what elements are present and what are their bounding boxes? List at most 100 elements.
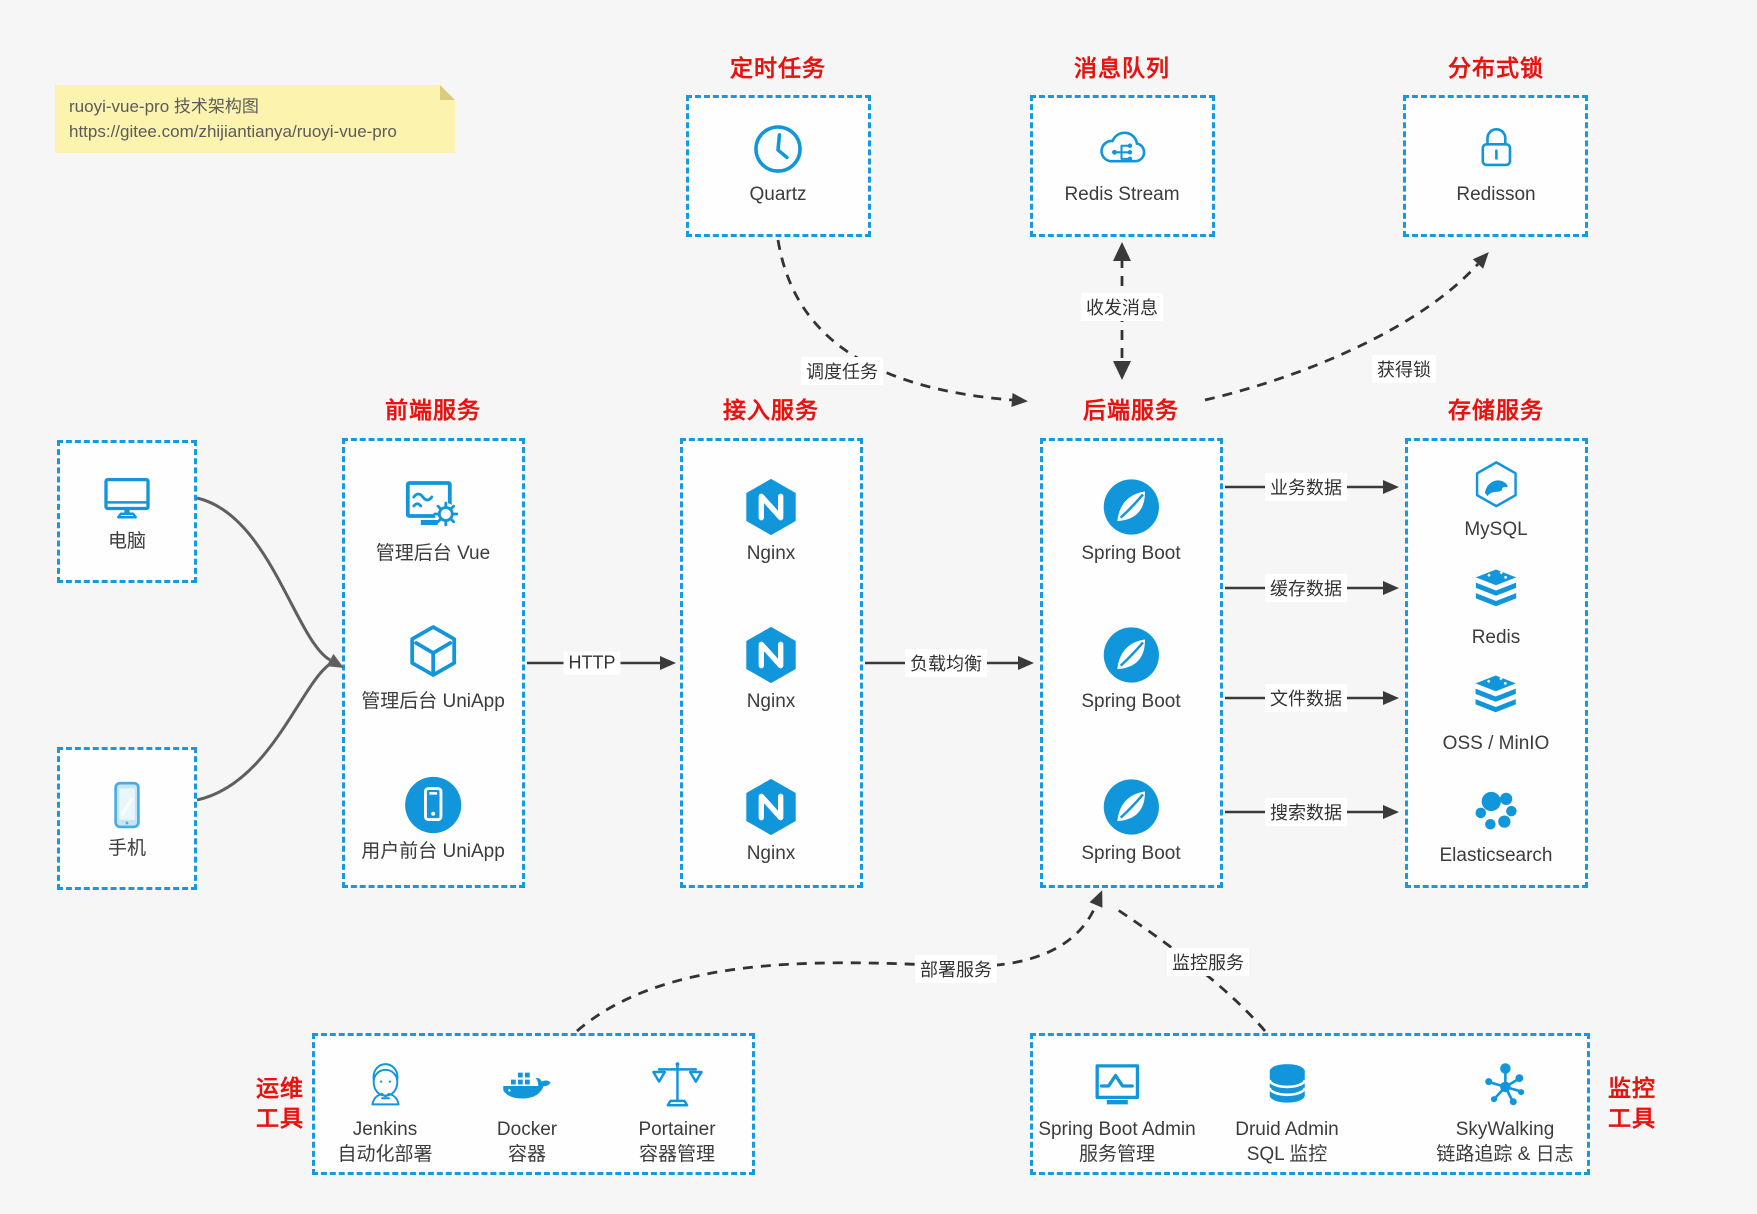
springboot-label-1: Spring Boot xyxy=(1081,543,1181,564)
section-title-backend: 后端服务 xyxy=(1083,397,1179,423)
frontend-vue-label: 管理后台 Vue xyxy=(375,543,491,564)
springboot-node-1: Spring Boot xyxy=(1081,476,1181,566)
skywalking-desc: 链路追踪 & 日志 xyxy=(1436,1144,1574,1165)
docker-name: Docker xyxy=(496,1119,558,1140)
springboot-node-2: Spring Boot xyxy=(1081,624,1181,714)
edge-label-deploy: 部署服务 xyxy=(915,955,997,983)
nginx-icon xyxy=(746,626,796,684)
ops-title-line2: 工具 xyxy=(256,1105,304,1131)
note-url: https://gitee.com/zhijiantianya/ruoyi-vu… xyxy=(69,122,397,141)
jenkins-node: Jenkins 自动化部署 xyxy=(337,1058,433,1167)
section-title-storage: 存储服务 xyxy=(1448,397,1544,423)
spring-boot-admin-node: Spring Boot Admin 服务管理 xyxy=(1038,1058,1196,1167)
redis-stream-label: Redis Stream xyxy=(1064,184,1180,205)
spring-icon xyxy=(1103,627,1159,683)
spring-icon xyxy=(1103,779,1159,835)
arrow-monitor-service xyxy=(1117,908,1267,1032)
arrow-deploy-service xyxy=(576,890,1103,1033)
mysql-icon xyxy=(1475,461,1517,508)
lock-icon xyxy=(1481,128,1511,167)
skywalking-icon xyxy=(1484,1063,1524,1106)
edge-label-schedule: 调度任务 xyxy=(801,357,883,385)
section-title-frontend: 前端服务 xyxy=(385,397,481,423)
oss-node: OSS / MinIO xyxy=(1442,672,1550,756)
nginx-node-3: Nginx xyxy=(740,776,802,866)
mobile-icon xyxy=(114,781,140,829)
elasticsearch-label: Elasticsearch xyxy=(1439,845,1553,866)
docker-icon xyxy=(503,1071,551,1099)
nginx-node-1: Nginx xyxy=(740,476,802,566)
admin-vue-icon xyxy=(406,481,459,527)
section-title-message-queue: 消息队列 xyxy=(1074,55,1170,81)
quartz-box xyxy=(686,95,871,237)
skywalking-name: SkyWalking xyxy=(1455,1119,1555,1140)
redis-stream-box xyxy=(1030,95,1215,237)
cloud-stream-icon xyxy=(1099,131,1145,163)
redisson-label: Redisson xyxy=(1456,184,1536,205)
springboot-label-3: Spring Boot xyxy=(1081,843,1181,864)
edge-label-load-balance: 负载均衡 xyxy=(905,649,987,677)
docker-desc: 容器 xyxy=(507,1144,546,1165)
mysql-node: MySQL xyxy=(1464,458,1528,542)
frontend-vue-node: 管理后台 Vue xyxy=(376,474,490,566)
edge-label-cache-data: 缓存数据 xyxy=(1265,574,1347,602)
oss-icon xyxy=(1475,675,1517,713)
oss-label: OSS / MinIO xyxy=(1442,733,1550,754)
nginx-label-2: Nginx xyxy=(746,691,796,712)
section-title-monitoring-tools: 监控 工具 xyxy=(1608,1073,1656,1133)
portainer-icon xyxy=(651,1062,703,1107)
redis-stream-node: Redis Stream xyxy=(1064,119,1180,207)
elasticsearch-node: Elasticsearch xyxy=(1440,784,1553,868)
redis-label: Redis xyxy=(1471,627,1521,648)
docker-node: Docker 容器 xyxy=(497,1058,557,1167)
edge-label-monitor: 监控服务 xyxy=(1167,948,1249,976)
springboot-node-3: Spring Boot xyxy=(1081,776,1181,866)
arrow-messages-up-head xyxy=(1113,242,1131,261)
section-title-distributed-lock: 分布式锁 xyxy=(1448,55,1544,81)
nginx-icon xyxy=(746,778,796,836)
edge-label-file-data: 文件数据 xyxy=(1265,684,1347,712)
section-title-gateway: 接入服务 xyxy=(723,397,819,423)
portainer-node: Portainer 容器管理 xyxy=(638,1058,716,1167)
mobile-client-node: 手机 xyxy=(99,777,155,861)
arrow-messages-down-head xyxy=(1113,361,1131,380)
druid-admin-name: Druid Admin xyxy=(1235,1119,1339,1140)
frontend-uniapp-user-node: 用户前台 UniApp xyxy=(361,774,505,864)
mysql-label: MySQL xyxy=(1464,519,1528,540)
monitoring-title-line1: 监控 xyxy=(1608,1075,1656,1101)
redis-icon xyxy=(1475,569,1517,607)
redis-node: Redis xyxy=(1468,566,1524,650)
spring-boot-admin-name: Spring Boot Admin xyxy=(1038,1119,1196,1140)
quartz-node: Quartz xyxy=(748,119,808,207)
uniapp-cube-icon xyxy=(410,625,456,677)
arrow-pc-to-frontend xyxy=(196,496,344,668)
admin-monitor-icon xyxy=(1095,1064,1139,1105)
pc-client-node: 电脑 xyxy=(99,470,155,554)
quartz-label: Quartz xyxy=(749,184,807,205)
redisson-node: Redisson xyxy=(1456,119,1536,207)
springboot-label-2: Spring Boot xyxy=(1081,691,1181,712)
nginx-icon xyxy=(746,478,796,536)
ops-title-line1: 运维 xyxy=(256,1075,304,1101)
section-title-ops-tools: 运维 工具 xyxy=(256,1073,304,1133)
elasticsearch-icon xyxy=(1475,791,1517,830)
user-app-icon xyxy=(404,776,462,834)
clock-icon xyxy=(754,125,802,173)
frontend-uniapp-admin-node: 管理后台 UniApp xyxy=(361,622,505,714)
jenkins-name: Jenkins xyxy=(352,1119,418,1140)
spring-boot-admin-desc: 服务管理 xyxy=(1078,1144,1155,1165)
sticky-note: ruoyi-vue-pro 技术架构图 https://gitee.com/zh… xyxy=(55,85,455,153)
monitoring-title-line2: 工具 xyxy=(1608,1105,1656,1131)
arrow-acquire-lock xyxy=(1204,252,1489,402)
section-title-scheduled-tasks: 定时任务 xyxy=(730,55,826,81)
edge-label-message: 收发消息 xyxy=(1081,293,1163,321)
druid-admin-node: Druid Admin SQL 监控 xyxy=(1235,1058,1339,1167)
edge-label-search-data: 搜索数据 xyxy=(1265,798,1347,826)
edge-label-http: HTTP xyxy=(563,651,621,675)
skywalking-node: SkyWalking 链路追踪 & 日志 xyxy=(1436,1058,1574,1167)
nginx-label-1: Nginx xyxy=(746,543,796,564)
database-icon xyxy=(1268,1064,1306,1103)
edge-label-lock: 获得锁 xyxy=(1372,355,1436,383)
